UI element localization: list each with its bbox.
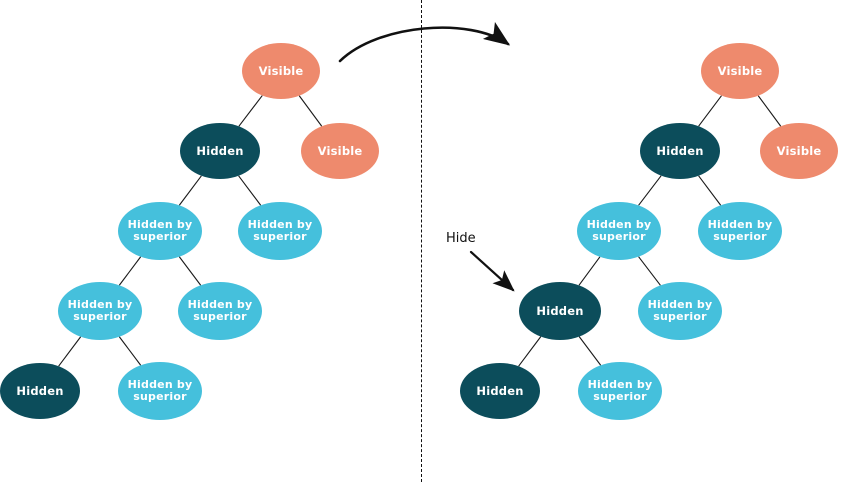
tree-edge [238,95,263,127]
node-hidden[interactable]: Hidden [640,123,720,179]
node-label: Hidden by superior [587,377,653,403]
hide-annotation-label: Hide [446,231,476,246]
tree-edge [238,175,262,206]
node-hidden-by-superior[interactable]: Hidden by superior [578,362,662,420]
node-label: Visible [258,63,304,78]
node-label: Hidden by superior [187,297,253,323]
node-hidden-by-superior[interactable]: Hidden by superior [118,202,202,260]
node-label: Hidden [16,383,64,398]
node-label: Visible [776,143,822,158]
node-label: Hidden by superior [127,217,193,243]
tree-edge [178,175,202,206]
tree-edge [638,256,661,286]
node-label: Hidden by superior [247,217,313,243]
tree-edge [698,175,722,206]
tree-edge [638,175,662,206]
node-label: Visible [317,143,363,158]
tree-edge [757,95,782,127]
node-label: Hidden [536,303,584,318]
node-hidden[interactable]: Hidden [180,123,260,179]
tree-edge [578,256,601,286]
tree-edge [518,336,542,367]
node-visible[interactable]: Visible [301,123,379,179]
node-hidden-by-superior[interactable]: Hidden by superior [698,202,782,260]
tree-edge [698,95,722,127]
node-hidden-by-superior[interactable]: Hidden by superior [178,282,262,340]
node-label: Hidden by superior [647,297,713,323]
tree-edge [578,336,602,366]
node-label: Visible [717,63,763,78]
node-hidden-by-superior[interactable]: Hidden by superior [577,202,661,260]
node-label: Hidden [196,143,244,158]
tree-edge [58,336,82,367]
node-label: Hidden [656,143,704,158]
tree-edge [298,95,323,127]
node-hidden-by-superior[interactable]: Hidden by superior [58,282,142,340]
node-label: Hidden [476,383,524,398]
node-hidden[interactable]: Hidden [0,363,80,419]
node-label: Hidden by superior [127,377,193,403]
node-label: Hidden by superior [586,217,652,243]
node-hidden-by-superior[interactable]: Hidden by superior [238,202,322,260]
tree-edge [118,256,142,286]
node-hidden[interactable]: Hidden [460,363,540,419]
hide-arrow-icon [469,250,515,292]
node-hidden[interactable]: Hidden [519,282,601,340]
panel-divider [421,0,422,482]
node-visible[interactable]: Visible [701,43,779,99]
tree-edge [178,256,202,286]
node-hidden-by-superior[interactable]: Hidden by superior [638,282,722,340]
node-visible[interactable]: Visible [760,123,838,179]
transform-arrow-icon [338,21,511,63]
tree-edge [118,336,142,366]
node-label: Hidden by superior [67,297,133,323]
node-hidden-by-superior[interactable]: Hidden by superior [118,362,202,420]
node-label: Hidden by superior [707,217,773,243]
node-visible[interactable]: Visible [242,43,320,99]
